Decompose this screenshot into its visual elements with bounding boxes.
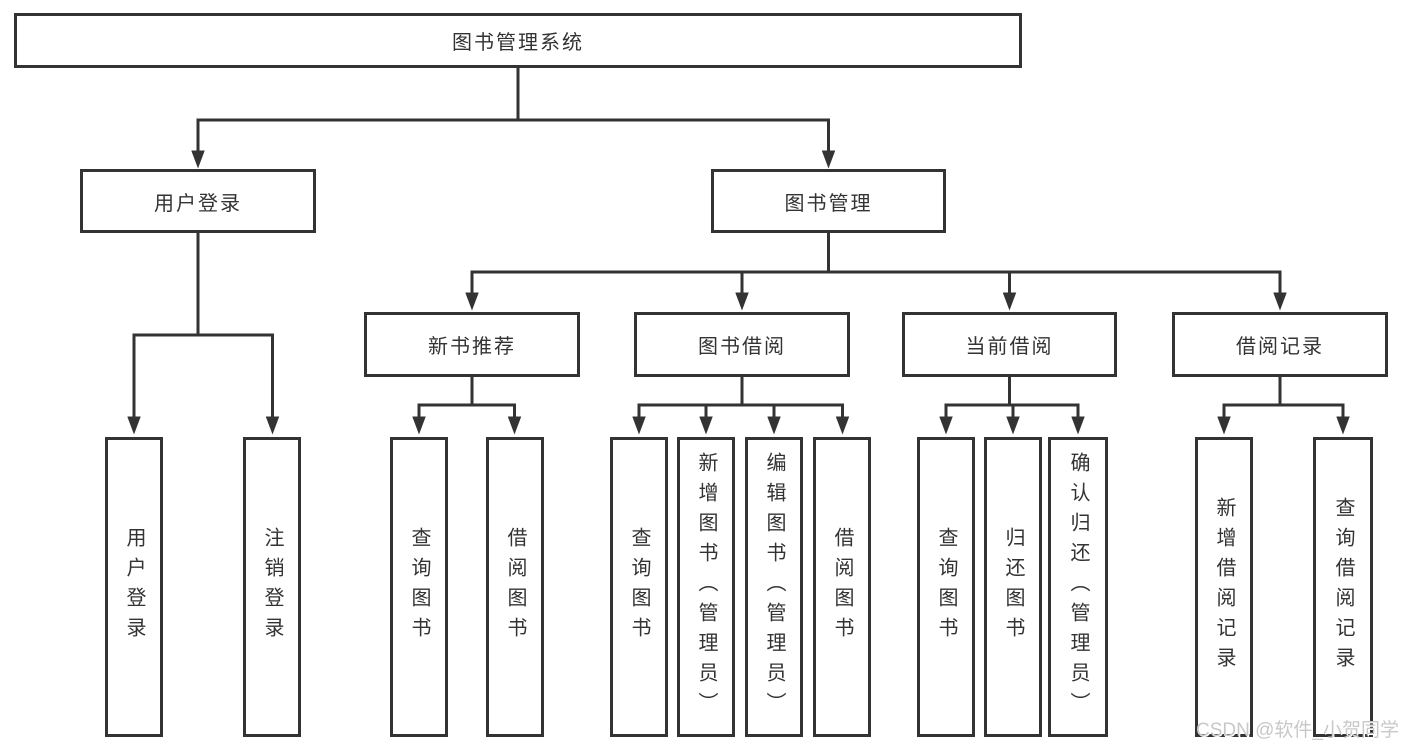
leaf-return-books: 归还图书 [984,437,1042,737]
leaf-edit-book-admin: 编辑图书（管理员） [745,437,803,737]
leaf-query-books-current: 查询图书 [917,437,975,737]
leaf-borrow-books-borrowing: 借阅图书 [813,437,871,737]
leaf-add-book-admin: 新增图书（管理员） [677,437,735,737]
leaf-confirm-return-admin: 确认归还（管理员） [1048,437,1108,737]
node-book-borrowing: 图书借阅 [634,312,850,377]
leaf-query-borrow-record-label: 查询借阅记录 [1332,497,1354,677]
leaf-borrow-books-borrowing-label: 借阅图书 [831,527,853,647]
leaf-return-books-label: 归还图书 [1002,527,1024,647]
leaf-add-book-admin-label: 新增图书（管理员） [695,452,717,722]
node-root: 图书管理系统 [14,13,1022,68]
leaf-query-books-borrowing: 查询图书 [610,437,668,737]
leaf-user-login: 用户登录 [105,437,163,737]
leaf-logout-label: 注销登录 [261,527,283,647]
node-new-book-recommend-label: 新书推荐 [428,336,516,358]
arrow-connectors [127,120,1350,435]
node-user-login: 用户登录 [80,169,316,233]
leaf-add-borrow-record-label: 新增借阅记录 [1213,497,1235,677]
node-borrowing-records-label: 借阅记录 [1236,336,1324,358]
node-book-management-label: 图书管理 [784,192,873,215]
node-current-borrowing: 当前借阅 [902,312,1117,377]
leaf-edit-book-admin-label: 编辑图书（管理员） [763,452,785,722]
node-user-login-label: 用户登录 [154,192,242,215]
csdn-watermark: CSDN @软件_小贺同学 [1196,720,1399,741]
leaf-borrow-books-recommend: 借阅图书 [486,437,544,737]
leaf-borrow-books-recommend-label: 借阅图书 [504,527,526,647]
node-borrowing-records: 借阅记录 [1172,312,1388,377]
node-book-management: 图书管理 [711,169,946,233]
leaf-logout: 注销登录 [243,437,301,737]
leaf-query-books-current-label: 查询图书 [935,527,957,647]
leaf-add-borrow-record: 新增借阅记录 [1195,437,1253,737]
node-book-borrowing-label: 图书借阅 [698,336,786,358]
leaf-query-books-borrowing-label: 查询图书 [628,527,650,647]
leaf-query-books-recommend-label: 查询图书 [408,527,430,647]
leaf-user-login-label: 用户登录 [123,527,145,647]
leaf-query-borrow-record: 查询借阅记录 [1313,437,1373,737]
node-current-borrowing-label: 当前借阅 [965,336,1054,358]
node-new-book-recommend: 新书推荐 [364,312,580,377]
leaf-query-books-recommend: 查询图书 [390,437,448,737]
node-root-label: 图书管理系统 [452,32,584,54]
leaf-confirm-return-admin-label: 确认归还（管理员） [1067,452,1089,722]
